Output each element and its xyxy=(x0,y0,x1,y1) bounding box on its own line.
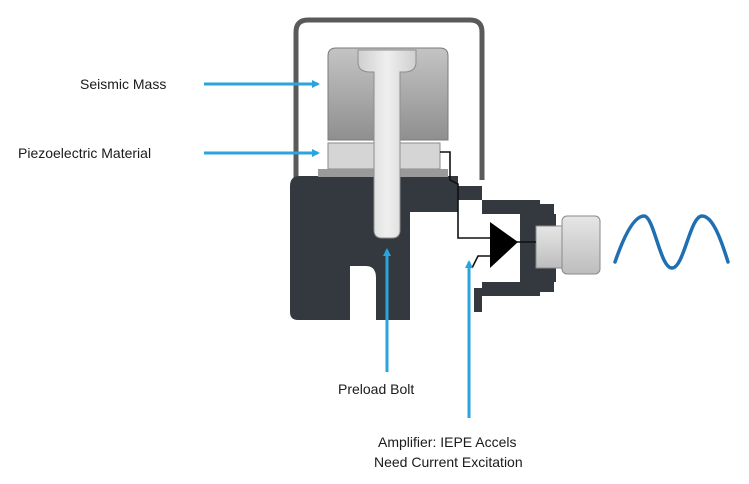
housing-base xyxy=(290,176,556,320)
connector-plug xyxy=(561,215,601,275)
signal-wire-lower xyxy=(471,255,494,269)
signal-wire xyxy=(440,151,490,239)
amplifier-label-line1: Amplifier: IEPE Accels xyxy=(378,434,517,450)
preload-bolt xyxy=(357,49,417,239)
piezoelectric-material-label: Piezoelectric Material xyxy=(18,145,152,161)
amplifier-label-line2: Need Current Excitation xyxy=(374,454,523,470)
connector-body xyxy=(535,225,565,269)
preload-bolt-label: Preload Bolt xyxy=(338,381,415,397)
amplifier-triangle-icon xyxy=(490,222,518,268)
housing-cap-outline xyxy=(293,17,485,188)
sine-wave-icon xyxy=(613,214,730,270)
amplifier-cavity xyxy=(437,200,540,288)
seismic-mass-label: Seismic Mass xyxy=(80,76,167,92)
